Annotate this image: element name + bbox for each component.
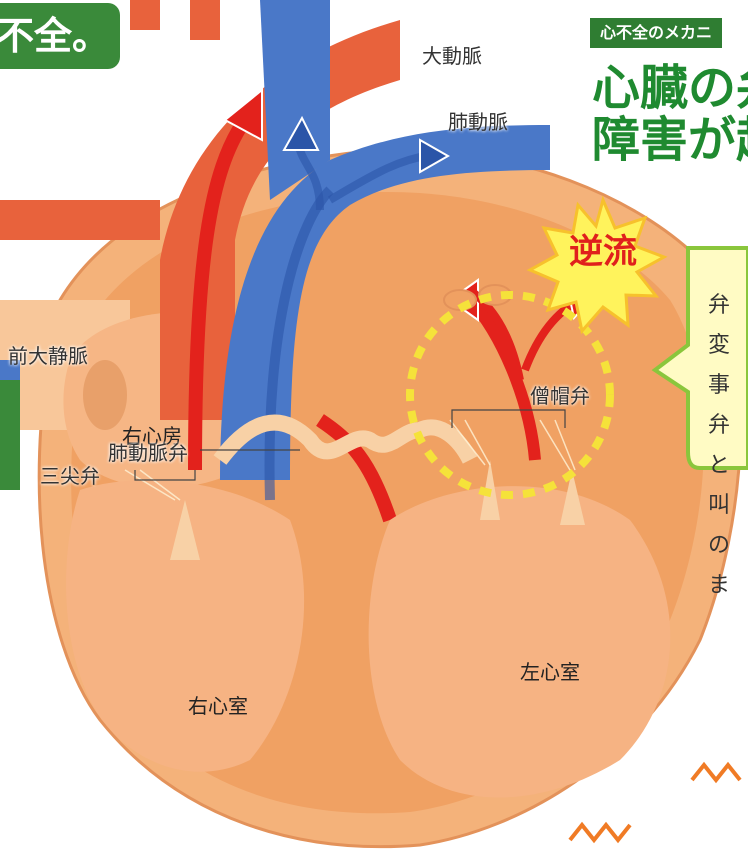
label-left-ventricle: 左心室 <box>520 656 580 685</box>
title-box: 不全。 <box>0 3 120 69</box>
callout-char: 事 <box>708 366 738 406</box>
label-superior-vena-cava: 前大静脈 <box>8 340 88 369</box>
aorta-left-arm <box>0 200 160 240</box>
headline-line1: 心臓の弁 <box>592 62 748 114</box>
callout-char: と <box>708 446 738 486</box>
label-mitral-valve: 僧帽弁 <box>530 380 590 409</box>
callout-char: ま <box>708 566 738 606</box>
callout-char: 変 <box>708 326 738 366</box>
label-pulmonary-artery: 肺動脈 <box>448 106 508 135</box>
section-badge: 心不全のメカニ <box>590 18 722 48</box>
callout-char: 弁 <box>708 286 738 326</box>
label-tricuspid-valve: 三尖弁 <box>40 460 100 489</box>
callout-char: 弁 <box>708 406 738 446</box>
atrium-hole <box>83 360 127 430</box>
callout-char: の <box>708 526 738 566</box>
burst-label: 逆流 <box>553 232 653 272</box>
left-ventricle-chamber <box>369 486 671 797</box>
callout-char: 叫 <box>708 486 738 526</box>
callout-text: 弁 変 事 弁 と 叫 の ま <box>708 286 738 606</box>
label-pulmonary-valve: 肺動脈弁 <box>108 437 188 466</box>
green-side-bar <box>0 380 20 490</box>
label-right-ventricle: 右心室 <box>188 690 248 719</box>
headline: 心臓の弁 障害が起 <box>592 62 748 166</box>
headline-line2: 障害が起 <box>592 114 748 166</box>
label-aorta: 大動脈 <box>422 40 482 69</box>
